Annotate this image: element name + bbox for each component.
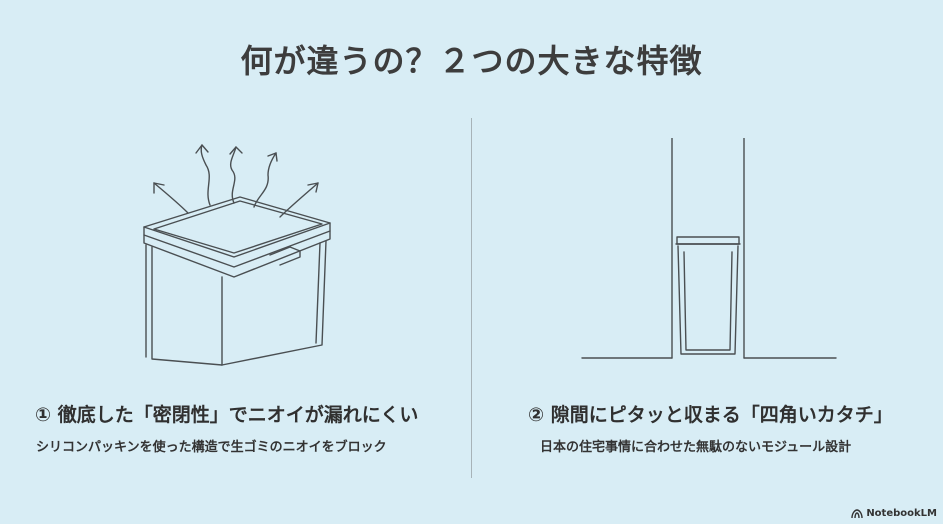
center-divider bbox=[471, 118, 473, 478]
sealed-trash-can-illustration bbox=[130, 135, 350, 370]
notebooklm-logo-icon bbox=[851, 508, 864, 519]
feature-2-heading: ② 隙間にピタッと収まる「四角いカタチ」 bbox=[528, 404, 893, 426]
square-can-in-gap-illustration bbox=[580, 138, 840, 368]
feature-2-description: 日本の住宅事情に合わせた無駄のないモジュール設計 bbox=[540, 440, 852, 455]
feature-1-heading: ① 徹底した「密閉性」でニオイが漏れにくい bbox=[35, 404, 419, 426]
notebooklm-badge: NotebookLM bbox=[851, 508, 937, 519]
notebooklm-label: NotebookLM bbox=[866, 508, 937, 519]
odor-arrows-icon bbox=[153, 144, 319, 218]
feature-1-description: シリコンパッキンを使った構造で生ゴミのニオイをブロック bbox=[36, 440, 387, 455]
page-title: 何が違うの？２つの大きな特徴 bbox=[240, 42, 703, 80]
